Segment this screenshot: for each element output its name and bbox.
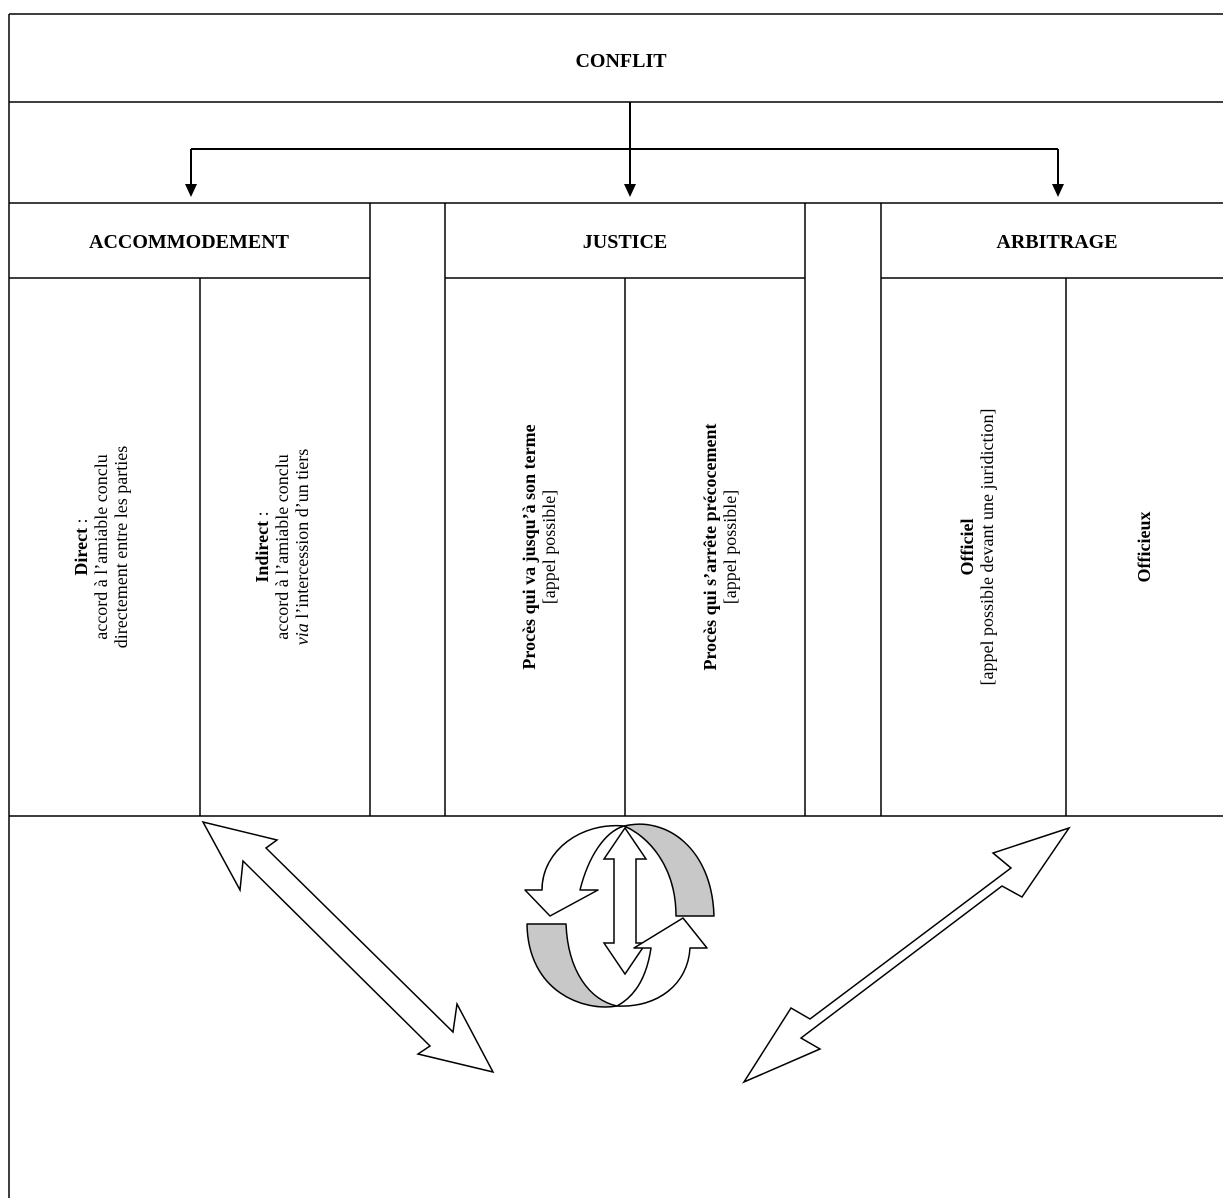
arrow-down-justice-icon bbox=[624, 184, 636, 197]
header-accommodement: ACCOMMODEMENT bbox=[89, 231, 290, 253]
arrow-down-arbitrage-icon bbox=[1052, 184, 1064, 197]
cell-direct: Direct : accord à l’amiable conclu direc… bbox=[71, 446, 131, 648]
indirect-title: Indirect bbox=[252, 521, 272, 583]
frame bbox=[8, 13, 1223, 1198]
double-arrow-justice-icon bbox=[602, 826, 648, 976]
header-arbitrage: ARBITRAGE bbox=[996, 231, 1117, 253]
direct-line2: accord à l’amiable conclu bbox=[91, 454, 111, 639]
svg-text:Indirect :: Indirect : bbox=[252, 511, 272, 582]
direct-line3: directement entre les parties bbox=[111, 446, 131, 648]
indirect-suffix: : bbox=[252, 511, 272, 521]
cell-officieux: Officieux bbox=[1134, 512, 1154, 583]
cycle-icon bbox=[524, 823, 715, 1008]
svg-text:via l’intercession d’un tiers: via l’intercession d’un tiers bbox=[292, 449, 312, 645]
proces-terme-appel: [appel possible] bbox=[539, 490, 559, 604]
officieux-title: Officieux bbox=[1134, 512, 1154, 583]
cell-indirect: Indirect : accord à l’amiable conclu via… bbox=[252, 449, 312, 645]
direct-title: Direct bbox=[71, 528, 91, 576]
header-justice: JUSTICE bbox=[583, 231, 667, 253]
indirect-via: via bbox=[292, 623, 312, 645]
title-conflit: CONFLIT bbox=[575, 50, 667, 72]
proces-terme-title: Procès qui va jusqu’à son terme bbox=[519, 424, 539, 669]
double-arrow-accommodement-icon bbox=[201, 820, 495, 1074]
cell-officiel: Officiel [appel possible devant une juri… bbox=[957, 409, 997, 686]
arrow-down-accommodement-icon bbox=[185, 184, 197, 197]
double-arrow-arbitrage-icon bbox=[742, 826, 1071, 1084]
proces-precoce-title: Procès qui s’arrête précocement bbox=[700, 423, 720, 670]
proces-precoce-appel: [appel possible] bbox=[720, 490, 740, 604]
cell-proces-precoce: Procès qui s’arrête précocement [appel p… bbox=[700, 423, 740, 670]
officiel-appel: [appel possible devant une juridiction] bbox=[977, 409, 997, 686]
svg-text:Direct :: Direct : bbox=[71, 518, 91, 575]
cell-proces-terme: Procès qui va jusqu’à son terme [appel p… bbox=[519, 424, 559, 669]
distribution-arrows bbox=[190, 102, 1059, 185]
indirect-line2: accord à l’amiable conclu bbox=[272, 454, 292, 639]
column-grid bbox=[9, 203, 1223, 816]
direct-suffix: : bbox=[71, 518, 91, 528]
indirect-line3: l’intercession d’un tiers bbox=[292, 449, 312, 623]
officiel-title: Officiel bbox=[957, 519, 977, 576]
